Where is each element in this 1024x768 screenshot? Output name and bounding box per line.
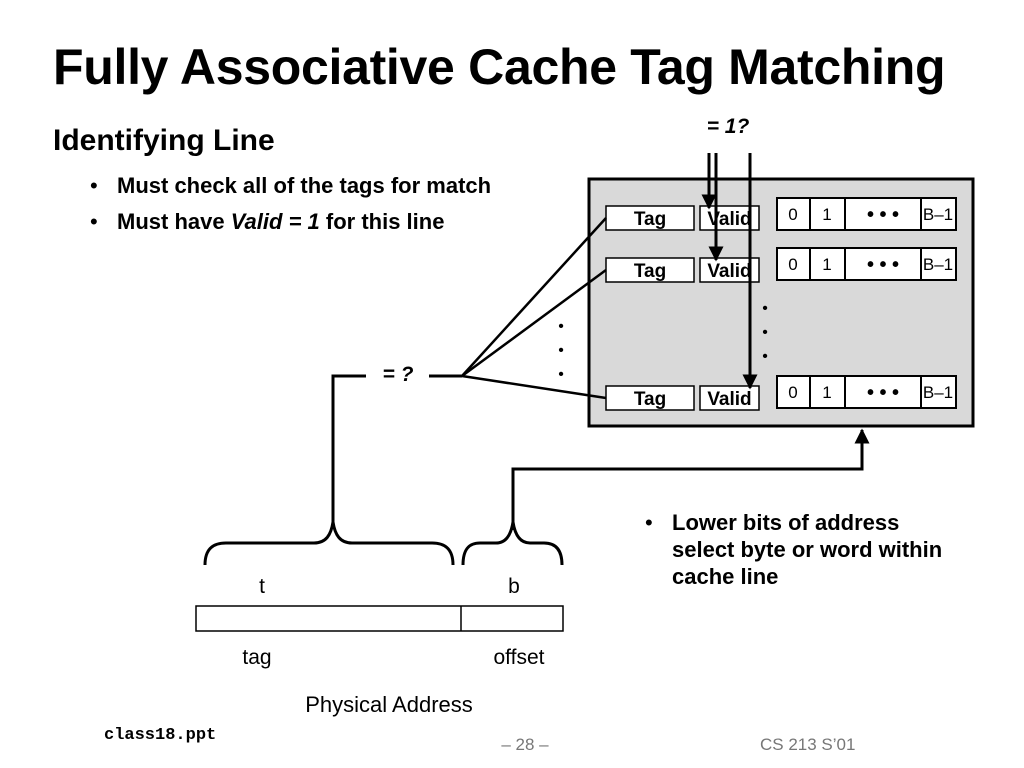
bullet-text: Lower bits of address select byte or wor… bbox=[672, 510, 943, 589]
bullet-text-emphasis: Valid = 1 bbox=[230, 209, 320, 234]
bullet-text-suffix: for this line bbox=[319, 209, 445, 234]
bullet-dot: • bbox=[645, 510, 653, 535]
tag-field-brace bbox=[203, 521, 455, 566]
tag-cell-label: Tag bbox=[634, 209, 666, 230]
byte-ellipsis: • • • bbox=[867, 382, 899, 404]
tag-width-label: t bbox=[259, 575, 265, 598]
byte-label: 0 bbox=[788, 255, 797, 274]
byte-label: 0 bbox=[788, 205, 797, 224]
bullet-dot: • bbox=[90, 209, 98, 234]
cache-line: Tag Valid 0 1 • • • B–1 bbox=[605, 375, 957, 411]
bullet-item: • Must have Valid = 1 for this line bbox=[88, 208, 518, 235]
byte-ellipsis: • • • bbox=[867, 254, 899, 276]
offset-width-label: b bbox=[508, 575, 520, 598]
fanout-ellipsis-dot: • bbox=[558, 366, 564, 383]
offset-field-brace bbox=[461, 521, 564, 566]
tag-field-name: tag bbox=[242, 646, 271, 669]
line-ellipsis-dot: • bbox=[762, 348, 768, 365]
valid-cell bbox=[699, 385, 760, 411]
tag-cell-label: Tag bbox=[634, 261, 666, 282]
bullet-text: Must check all of the tags for match bbox=[117, 173, 492, 198]
tag-compare-fanout-line bbox=[461, 374, 607, 400]
line-ellipsis-dot: • bbox=[762, 324, 768, 341]
byte-label: 0 bbox=[788, 383, 797, 402]
byte-block bbox=[776, 375, 957, 409]
tag-compare-input-line bbox=[331, 374, 366, 526]
offset-select-arrow bbox=[511, 428, 870, 530]
byte-label: 1 bbox=[822, 205, 831, 224]
bullet-text-prefix: Must have bbox=[117, 209, 231, 234]
bullet-list: • Must check all of the tags for match •… bbox=[88, 172, 518, 244]
byte-label: 1 bbox=[822, 383, 831, 402]
byte-label: 1 bbox=[822, 255, 831, 274]
footer-page-number: – 28 – bbox=[501, 735, 549, 754]
byte-label: B–1 bbox=[923, 255, 953, 274]
offset-field-name: offset bbox=[494, 646, 545, 669]
valid-cell-label: Valid bbox=[707, 261, 751, 282]
tag-cell-label: Tag bbox=[634, 389, 666, 410]
tag-cell bbox=[605, 385, 695, 411]
bullet-item: • Lower bits of address select byte or w… bbox=[643, 509, 963, 590]
byte-ellipsis: • • • bbox=[867, 204, 899, 226]
line-ellipsis-dot: • bbox=[762, 300, 768, 317]
slide-subtitle: Identifying Line bbox=[53, 124, 275, 157]
fanout-ellipsis-dot: • bbox=[558, 318, 564, 335]
byte-block bbox=[776, 247, 957, 281]
tag-compare-fanout-line bbox=[461, 217, 607, 377]
fanout-ellipsis-dot: • bbox=[558, 342, 564, 359]
tag-compare-label: = ? bbox=[383, 363, 414, 386]
valid-check-label: = 1? bbox=[707, 115, 750, 138]
bullet-item: • Must check all of the tags for match bbox=[88, 172, 518, 199]
byte-label: B–1 bbox=[923, 383, 953, 402]
footer-filename: class18.ppt bbox=[104, 726, 217, 745]
valid-cell-label: Valid bbox=[707, 209, 751, 230]
byte-block bbox=[776, 197, 957, 231]
cache-line: Tag Valid 0 1 • • • B–1 bbox=[605, 197, 957, 231]
cache-line: Tag Valid 0 1 • • • B–1 bbox=[605, 247, 957, 283]
footer-course: CS 213 S’01 bbox=[760, 735, 856, 754]
physical-address-bar bbox=[195, 605, 564, 632]
valid-cell-label: Valid bbox=[707, 389, 751, 410]
slide-title: Fully Associative Cache Tag Matching bbox=[53, 39, 946, 95]
tag-compare-fanout-line bbox=[461, 268, 607, 378]
byte-label: B–1 bbox=[923, 205, 953, 224]
bullet-dot: • bbox=[90, 173, 98, 198]
offset-note: • Lower bits of address select byte or w… bbox=[643, 509, 963, 590]
physical-address-caption: Physical Address bbox=[305, 692, 473, 717]
